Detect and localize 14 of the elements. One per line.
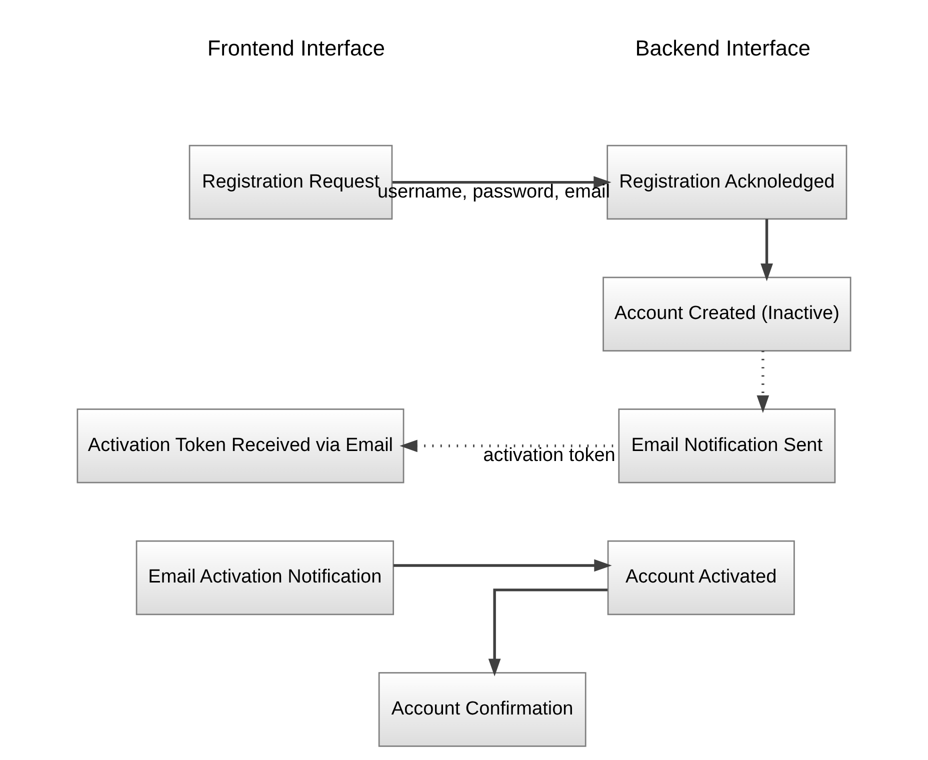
node-box: Account Activated [607, 540, 795, 616]
node-box: Email Activation Notification [136, 540, 394, 616]
label: Backend Interface [635, 36, 810, 61]
label: Frontend Interface [207, 36, 385, 61]
node-box: Account Confirmation [378, 672, 586, 747]
arrow [760, 219, 773, 282]
node-box: Email Notification Sent [618, 408, 836, 484]
arrow [393, 559, 612, 572]
node-box: Activation Token Received via Email [76, 408, 404, 484]
arrow [488, 588, 608, 676]
arrow [756, 350, 770, 414]
edge-label: activation token [483, 445, 616, 466]
arrow [392, 176, 612, 188]
node-box: Account Created (Inactive) [602, 276, 852, 352]
